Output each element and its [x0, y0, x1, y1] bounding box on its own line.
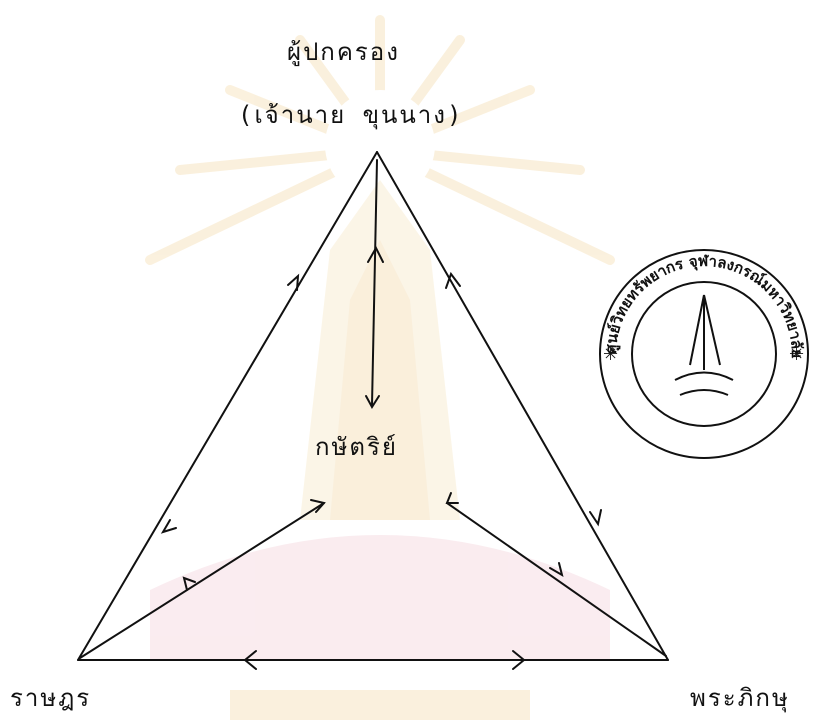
edge-center-right — [447, 503, 666, 656]
svg-text:✳: ✳ — [603, 344, 618, 365]
arrow-center-right-in — [447, 493, 458, 503]
svg-text:✳: ✳ — [789, 344, 804, 365]
node-bottom-right-label: พระภิกษุ — [690, 686, 790, 710]
library-stamp: ศูนย์วิทยทรัพยากร จุฬาลงกรณ์มหาวิทยาลัย … — [595, 245, 813, 463]
arrow-left-up — [288, 276, 298, 290]
edge-center-vertical — [372, 160, 377, 405]
node-center-label: กษัตริย์ — [315, 435, 398, 459]
node-bottom-left-label: ราษฎร — [10, 686, 91, 710]
edge-center-left — [80, 503, 324, 658]
node-top-subtitle: (เจ้านาย ขุนนาง) — [238, 103, 463, 127]
arrow-right-down — [590, 510, 601, 524]
edge-left — [78, 152, 377, 660]
arrow-center-right-out — [550, 563, 562, 575]
node-top-title: ผู้ปกครอง — [287, 40, 400, 64]
arrow-left-down — [163, 520, 176, 532]
